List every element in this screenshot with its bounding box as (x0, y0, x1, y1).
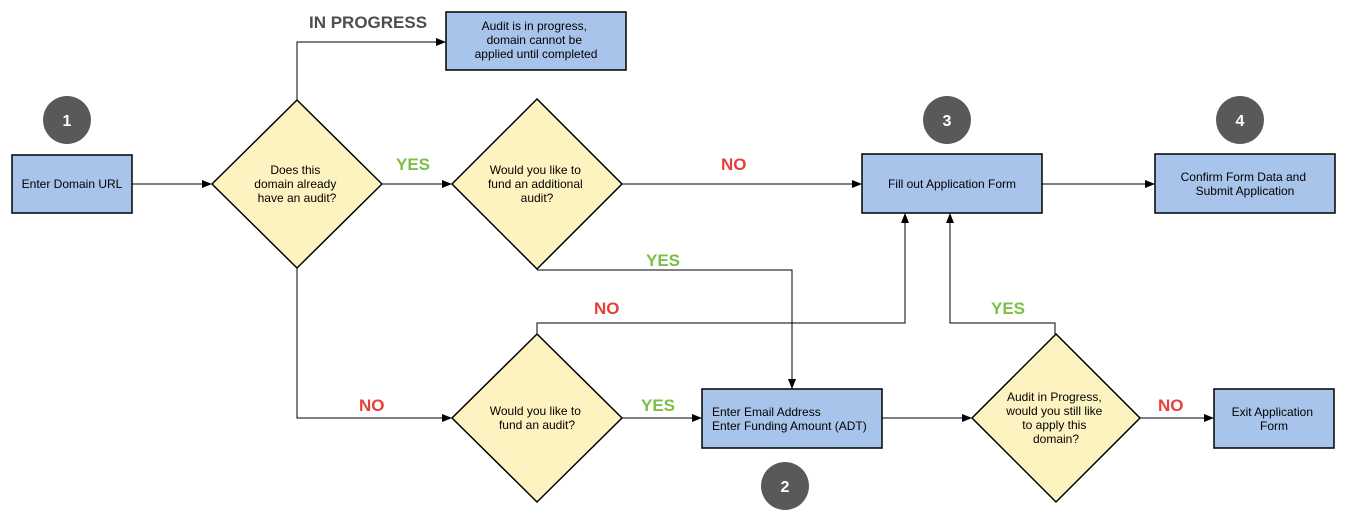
fill-form-text: Fill out Application Form (888, 177, 1016, 191)
label-no-fund-audit: NO (594, 299, 620, 318)
decision-fund-audit: Would you like to fund an audit? (450, 332, 624, 504)
step-badge-3: 3 (923, 96, 971, 144)
process-enter-email: Enter Email Address Enter Funding Amount… (701, 388, 883, 449)
label-no-has-audit: NO (359, 396, 385, 415)
fund-audit-text: Would you like to fund an audit? (490, 404, 585, 432)
edge-has-audit-to-in-progress (296, 38, 446, 100)
process-fill-form: Fill out Application Form (861, 153, 1043, 214)
step-number-3: 3 (943, 113, 952, 130)
process-in-progress: Audit is in progress, domain cannot be a… (445, 11, 627, 71)
enter-domain-text: Enter Domain URL (22, 177, 123, 191)
still-apply-text: Audit in Progress, would you still like … (1005, 390, 1105, 446)
label-in-progress: IN PROGRESS (309, 13, 427, 32)
edge-fund-audit-to-fill-form (536, 213, 909, 334)
decision-has-audit: Does this domain already have an audit? (210, 98, 384, 270)
process-exit-form: Exit Application Form (1213, 388, 1335, 449)
fund-additional-text: Would you like to fund an additional aud… (488, 163, 586, 205)
exit-form-text: Exit Application Form (1232, 405, 1317, 433)
step-number-2: 2 (781, 479, 790, 496)
step-badge-4: 4 (1216, 96, 1264, 144)
label-no-fund-additional: NO (721, 155, 747, 174)
enter-email-text: Enter Email Address Enter Funding Amount… (712, 405, 867, 433)
label-yes-fund-additional: YES (646, 251, 680, 270)
step-number-1: 1 (63, 113, 72, 130)
confirm-submit-text: Confirm Form Data and Submit Application (1181, 170, 1310, 198)
step-badge-1: 1 (43, 96, 91, 144)
decision-still-apply: Audit in Progress, would you still like … (970, 332, 1142, 504)
edge-has-audit-to-fund-audit (296, 268, 452, 422)
decision-fund-additional: Would you like to fund an additional aud… (450, 97, 624, 271)
label-no-still-apply: NO (1158, 396, 1184, 415)
process-confirm-submit: Confirm Form Data and Submit Application (1154, 153, 1336, 214)
label-yes-has-audit: YES (396, 155, 430, 174)
edge-fund-additional-to-enter-email (537, 269, 796, 389)
edge-still-apply-to-fill-form (946, 213, 1056, 334)
label-yes-still-apply: YES (991, 299, 1025, 318)
connectors (132, 38, 1214, 422)
step-badge-2: 2 (761, 462, 809, 510)
process-enter-domain: Enter Domain URL (11, 154, 133, 214)
step-number-4: 4 (1236, 113, 1245, 130)
label-yes-fund-audit: YES (641, 396, 675, 415)
has-audit-text: Does this domain already have an audit? (254, 163, 339, 205)
in-progress-box-text: Audit is in progress, domain cannot be a… (475, 19, 598, 61)
